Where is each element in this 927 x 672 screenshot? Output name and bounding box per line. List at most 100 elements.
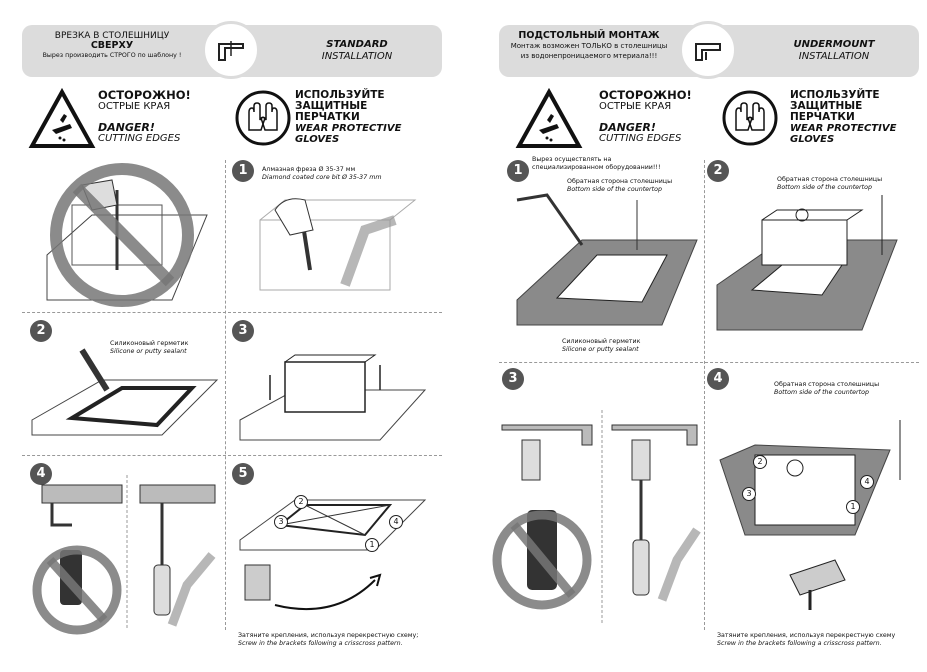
gloves-icon [235,90,291,146]
step1-en-d: Silicone or putty sealant [562,346,639,353]
pattern-label: 4 [860,475,874,489]
step-badge: 2 [30,320,52,342]
pattern-label: 1 [365,538,379,552]
step4-en: Bottom side of the countertop [774,389,869,396]
step4-note: Обратная сторона столешницы Bottom side … [774,381,879,397]
step1-ru-c: Обратная сторона столешницы [567,178,673,185]
step-badge: 1 [232,160,254,182]
gloves-ru-2: ЗАЩИТНЫЕ [295,100,368,112]
step2-en: Silicone or putty sealant [110,348,187,355]
pattern-label: 4 [389,515,403,529]
step2-en: Bottom side of the countertop [777,184,872,191]
footer-ru: Затяните крепления, используя перекрестн… [238,632,419,639]
header-en-title: STANDARD [326,39,388,50]
step1-note: Алмазная фреза Ø 35-37 мм Diamond coated… [262,166,381,182]
cutting-edges-text: ОСТОРОЖНО! ОСТРЫЕ КРАЯ DANGER! CUTTING E… [599,88,692,144]
header-en-subtitle: INSTALLATION [321,51,393,62]
step2-ru: Силиконовый герметик [110,340,189,347]
sink-under-countertop-illustration [716,195,898,331]
gloves-en-1: WEAR PROTECTIVE [790,123,897,134]
step-badge: 5 [232,463,254,485]
cutting-edges-text: ОСТОРОЖНО! ОСТРЫЕ КРАЯ DANGER! CUTTING E… [98,88,191,144]
header-ru-text: ВРЕЗКА В СТОЛЕШНИЦУ СВЕРХУ Вырез произво… [22,31,202,61]
header-ru-title: ВРЕЗКА В СТОЛЕШНИЦУ [54,31,170,41]
countertop-profile-icon [679,21,737,79]
divider [499,362,919,363]
header-ru-note: Монтаж возможен ТОЛЬКО в столешницы [510,42,668,50]
gloves-text: ИСПОЛЬЗУЙТЕ ЗАЩИТНЫЕ ПЕРЧАТКИ WEAR PROTE… [790,89,897,146]
step1-note-a: Вырез осуществлять на специализированном… [532,156,660,172]
cutting-edges-warning: ОСТОРОЖНО! ОСТРЫЕ КРАЯ DANGER! CUTTING E… [28,87,230,150]
divider [225,160,226,630]
header-en-text: UNDERMOUNT INSTALLATION [759,39,909,63]
divider [22,455,442,456]
sealant-application-illustration [31,348,219,436]
pattern-label: 2 [294,495,308,509]
step1-note-d: Силиконовый герметик Silicone or putty s… [562,338,640,354]
header-ru-text: ПОДСТОЛЬНЫЙ МОНТАЖ Монтаж возможен ТОЛЬК… [499,31,679,61]
warning-en-title: DANGER! [599,121,656,134]
step1-ru-a: Вырез осуществлять на [532,156,612,163]
core-bit-drilling-illustration [259,198,417,291]
header-en-text: STANDARD INSTALLATION [282,39,432,63]
step1-en-c: Bottom side of the countertop [567,186,662,193]
header-en-subtitle: INSTALLATION [798,51,870,62]
crisscross-pattern-illustration [239,499,427,611]
standard-installation-page: ВРЕЗКА В СТОЛЕШНИЦУ СВЕРХУ Вырез произво… [0,0,460,672]
gloves-en-2: GLOVES [790,134,835,145]
caution-triangle-icon [515,87,583,148]
header-ru-note: из водонепроницаемого мтериала!!! [520,52,658,60]
header-ru-note: Вырез производить СТРОГО по шаблону ! [42,52,182,59]
footer-ru: Затяните крепления, используя перекрестн… [717,632,896,639]
countertop-cutout-illustration [516,193,698,326]
prohibited-drilling-illustration [46,163,208,307]
section-header: ВРЕЗКА В СТОЛЕШНИЦУ СВЕРХУ Вырез произво… [22,21,442,79]
pattern-label: 3 [742,487,756,501]
footer-en: Screw in the brackets following a crissc… [238,640,403,647]
gloves-icon [722,90,778,146]
pattern-label: 1 [846,500,860,514]
gloves-ru-1: ИСПОЛЬЗУЙТЕ [790,89,880,101]
step1-en: Diamond coated core bit Ø 35-37 mm [262,174,382,181]
warning-en-sub: CUTTING EDGES [599,133,682,144]
cutting-edges-warning: ОСТОРОЖНО! ОСТРЫЕ КРАЯ DANGER! CUTTING E… [515,87,717,150]
step2-ru: Обратная сторона столешницы [777,176,883,183]
step4-ru: Обратная сторона столешницы [774,381,880,388]
bracket-screwing-illustration [32,475,216,635]
gloves-ru-2: ЗАЩИТНЫЕ [790,100,863,112]
pattern-label: 2 [753,455,767,469]
undermount-crisscross-illustration [719,420,901,610]
step1-ru: Алмазная фреза Ø 35-37 мм [262,166,356,173]
undermount-installation-page: ПОДСТОЛЬНЫЙ МОНТАЖ Монтаж возможен ТОЛЬК… [467,0,927,672]
step1-note-c: Обратная сторона столешницы Bottom side … [567,178,672,194]
gloves-warning: ИСПОЛЬЗУЙТЕ ЗАЩИТНЫЕ ПЕРЧАТКИ WEAR PROTE… [235,90,435,150]
warning-en-sub: CUTTING EDGES [98,133,181,144]
footer-en: Screw in the brackets following a crissc… [717,640,882,647]
gloves-en-2: GLOVES [295,134,340,145]
warning-ru-sub: ОСТРЫЕ КРАЯ [98,101,171,112]
caution-triangle-icon [28,87,96,148]
gloves-ru-3: ПЕРЧАТКИ [790,111,855,123]
step1-ru-b: специализированном оборудовании!!! [532,164,661,171]
step-badge: 1 [507,160,529,182]
gloves-text: ИСПОЛЬЗУЙТЕ ЗАЩИТНЫЕ ПЕРЧАТКИ WEAR PROTE… [295,90,401,146]
header-en-title: UNDERMOUNT [793,39,875,50]
clip-screwing-illustration [492,410,701,625]
step-badge: 2 [707,160,729,182]
section-header: ПОДСТОЛЬНЫЙ МОНТАЖ Монтаж возможен ТОЛЬК… [499,21,919,79]
warning-en-title: DANGER! [98,121,155,134]
step2-note: Обратная сторона столешницы Bottom side … [777,176,882,192]
step1-ru-d: Силиконовый герметик [562,338,641,345]
step-badge: 3 [232,320,254,342]
step2-note: Силиконовый герметик Silicone or putty s… [110,340,188,356]
warning-ru-title: ОСТОРОЖНО! [98,88,191,102]
warning-ru-title: ОСТОРОЖНО! [599,88,692,102]
warning-ru-sub: ОСТРЫЕ КРАЯ [599,101,672,112]
divider [22,312,442,313]
step-badge: 4 [30,463,52,485]
pattern-label: 3 [274,515,288,529]
header-ru-subtitle: СВЕРХУ [90,40,134,51]
countertop-profile-icon [202,21,260,79]
footer-note: Затяните крепления, используя перекрестн… [717,632,895,648]
sink-insertion-illustration [239,354,427,441]
